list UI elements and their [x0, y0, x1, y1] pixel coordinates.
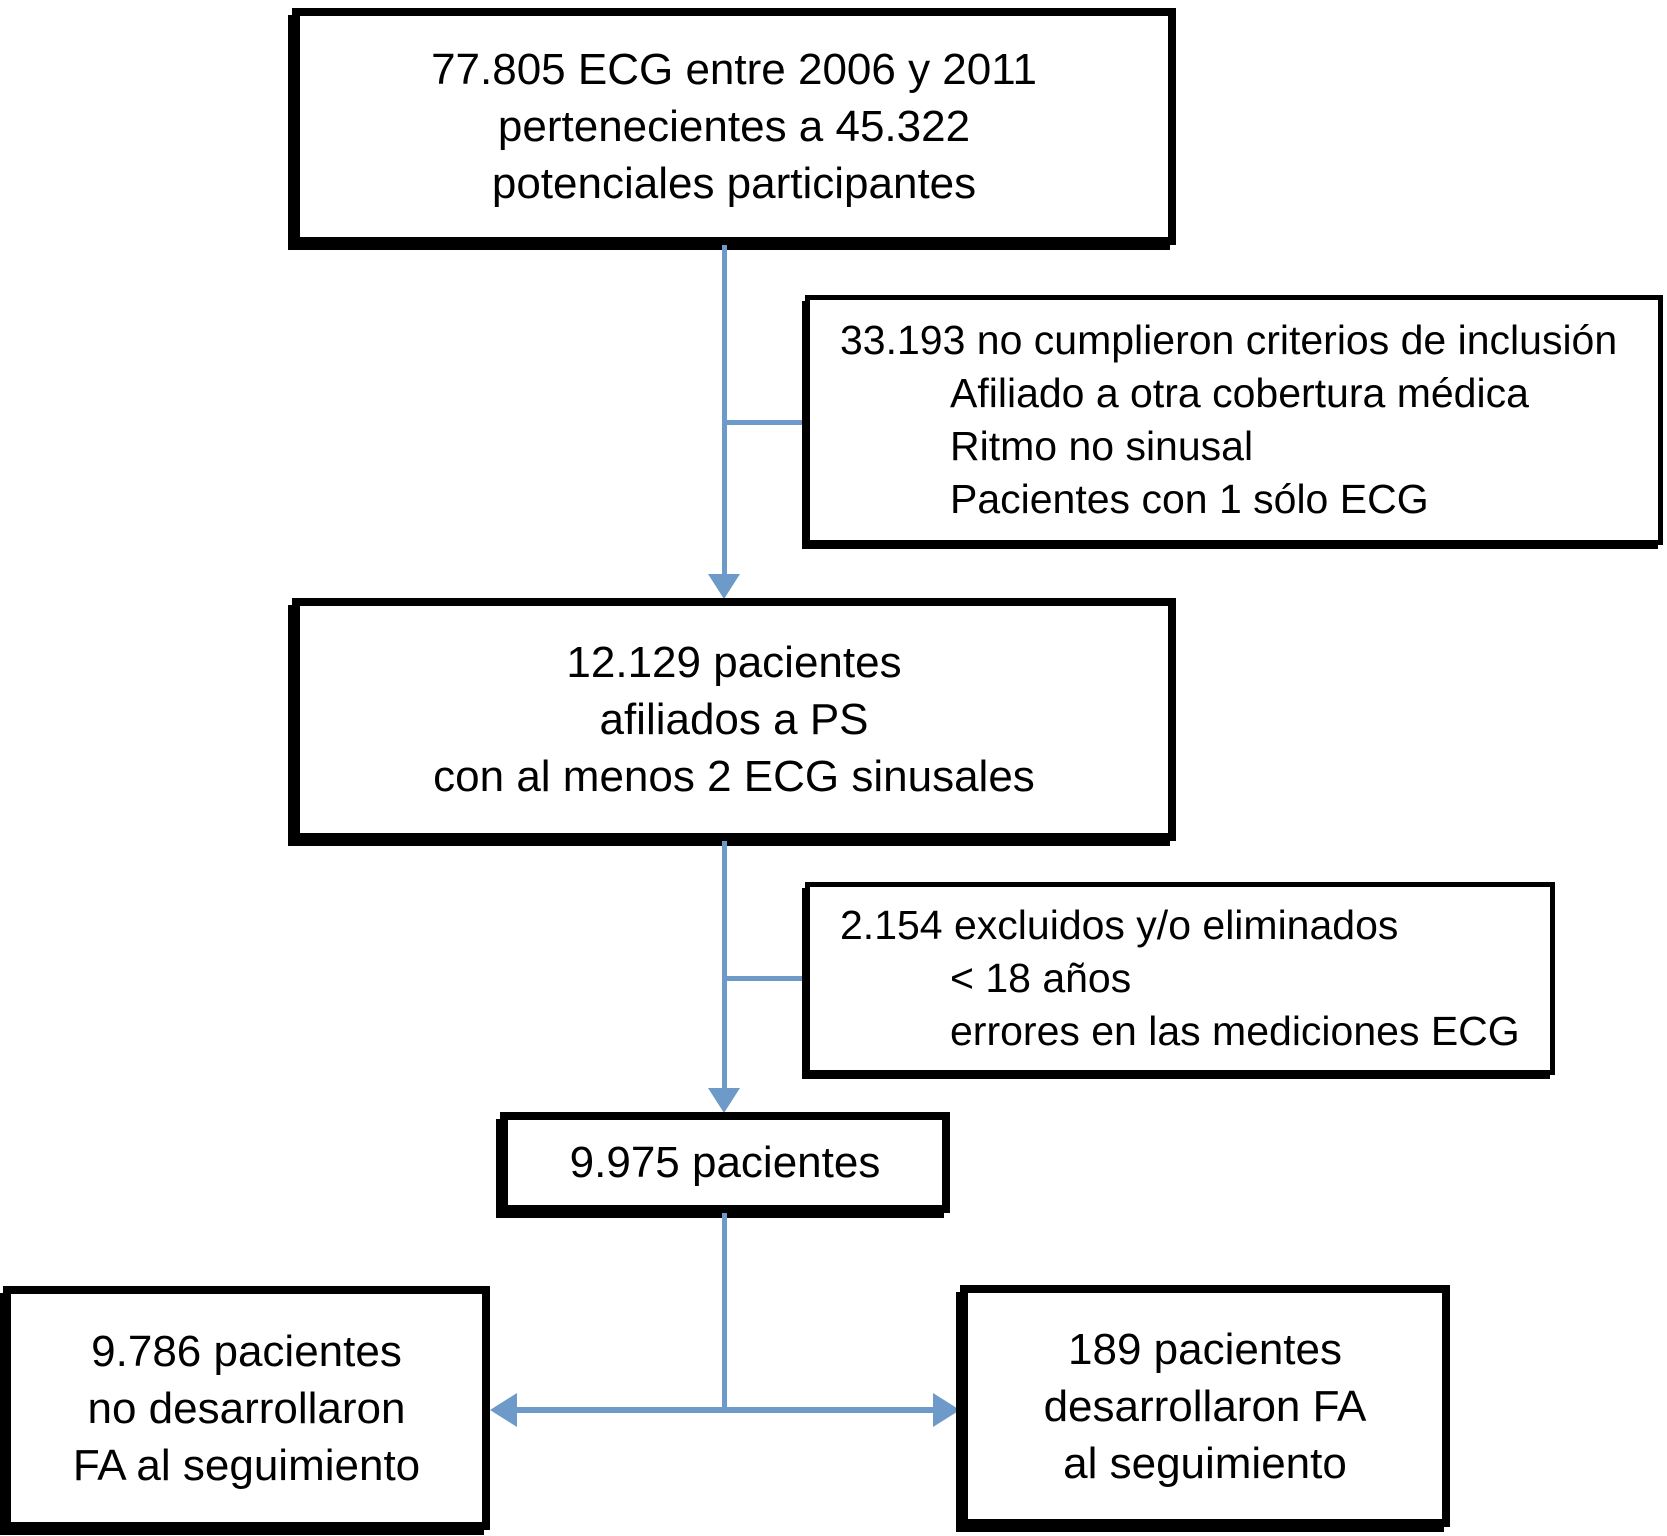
box-line: 9.975 pacientes — [569, 1138, 881, 1187]
arrowhead-down-icon — [708, 1088, 740, 1113]
box-excluded-eliminated: 2.154 excluidos y/o eliminados < 18 años… — [805, 882, 1555, 1075]
box-line: 189 pacientes — [1068, 1324, 1342, 1374]
box-line: 9.786 pacientes — [91, 1326, 402, 1376]
connector-final-to-split — [722, 1213, 727, 1413]
exclusion-item: Pacientes con 1 sólo ECG — [950, 476, 1429, 522]
connector-to-exclusion-1 — [722, 420, 805, 425]
arrowhead-right-icon — [933, 1393, 960, 1427]
box-line: pertenecientes a 45.322 — [497, 102, 971, 151]
box-line: con al menos 2 ECG sinusales — [433, 752, 1035, 801]
exclusion-item: < 18 años — [950, 955, 1132, 1001]
box-line: 12.129 pacientes — [566, 638, 902, 687]
exclusion-item: Ritmo no sinusal — [950, 423, 1254, 469]
connector-source-to-cohort — [722, 245, 727, 576]
box-line: 77.805 ECG entre 2006 y 2011 — [431, 45, 1037, 94]
arrowhead-left-icon — [490, 1393, 517, 1427]
box-line: no desarrollaron — [87, 1383, 406, 1433]
box-final-cohort: 9.975 pacientes — [500, 1112, 950, 1213]
exclusion-item: Afiliado a otra cobertura médica — [950, 370, 1529, 416]
connector-cohort-to-final — [722, 841, 727, 1089]
box-outcome-fa: 189 pacientes desarrollaron FA al seguim… — [960, 1285, 1450, 1527]
box-line: FA al seguimiento — [72, 1440, 421, 1490]
box-line: potenciales participantes — [491, 159, 977, 208]
connector-to-exclusion-2 — [722, 976, 805, 981]
exclusion-title: 33.193 no cumplieron criterios de inclus… — [840, 317, 1618, 363]
box-affiliated-cohort: 12.129 pacientes afiliados a PS con al m… — [292, 598, 1176, 841]
box-exclusion-criteria: 33.193 no cumplieron criterios de inclus… — [805, 295, 1663, 545]
box-line: al seguimiento — [1063, 1438, 1347, 1488]
box-outcome-no-fa: 9.786 pacientes no desarrollaron FA al s… — [3, 1286, 490, 1530]
box-source-population: 77.805 ECG entre 2006 y 2011 pertenecien… — [292, 8, 1176, 245]
arrowhead-down-icon — [708, 574, 740, 599]
box-line: desarrollaron FA — [1043, 1381, 1367, 1431]
box-line: afiliados a PS — [599, 695, 869, 744]
exclusion-title: 2.154 excluidos y/o eliminados — [840, 902, 1399, 948]
connector-outcome-split — [514, 1407, 936, 1413]
exclusion-item: errores en las mediciones ECG — [950, 1008, 1520, 1054]
